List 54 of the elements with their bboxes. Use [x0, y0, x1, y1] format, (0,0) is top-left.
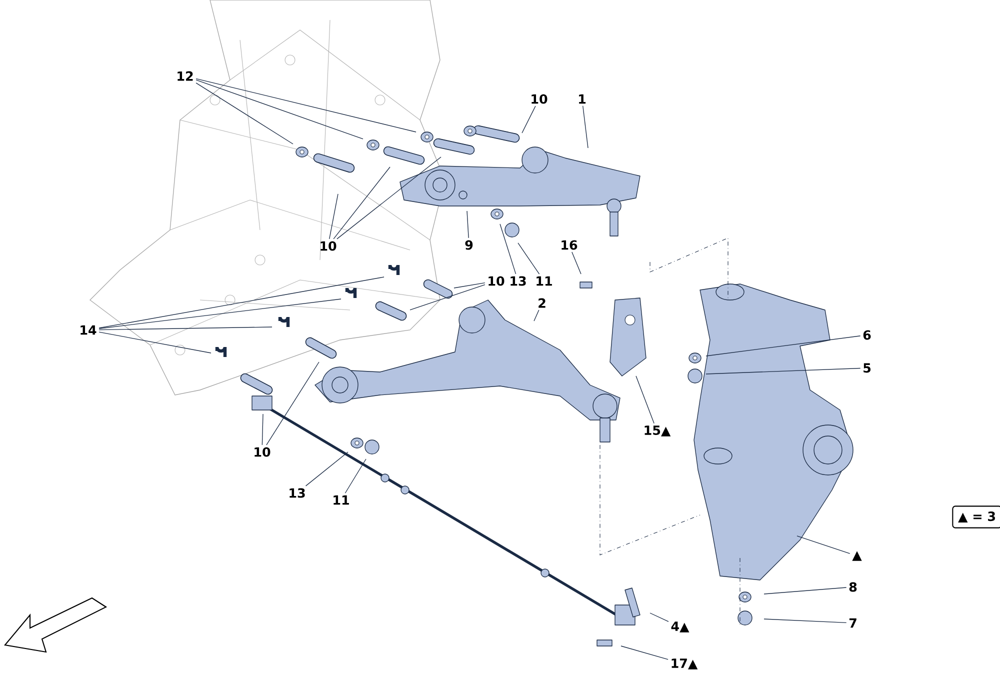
- callout-number: 8: [849, 582, 857, 592]
- callout-number: 10: [320, 241, 336, 251]
- leader-line: [305, 452, 348, 486]
- leader-line: [329, 194, 338, 240]
- callout-number: 2: [538, 298, 546, 308]
- leader-line: [454, 282, 486, 288]
- leader-line: [196, 82, 294, 144]
- leader-line: [522, 106, 536, 134]
- leader-line: [650, 612, 669, 622]
- leader-line: [764, 618, 847, 624]
- callout-number: 13: [290, 488, 305, 498]
- leader-line: [518, 242, 540, 274]
- callout-number: 11: [536, 276, 552, 286]
- leader-line: [98, 326, 272, 330]
- leader-line: [572, 252, 582, 274]
- leader-line: [333, 166, 390, 240]
- leader-line: [98, 276, 384, 328]
- leader-line: [196, 78, 416, 132]
- leader-line: [706, 336, 861, 356]
- leader-line: [336, 156, 442, 240]
- callout-number: 13: [510, 276, 526, 286]
- leader-line: [262, 414, 264, 446]
- note-box: ▲ = 3: [952, 506, 1000, 528]
- callout-number: 11: [334, 495, 349, 505]
- leader-line: [98, 298, 342, 329]
- callout-number: 10: [532, 94, 548, 104]
- leader-line: [796, 536, 850, 554]
- callout-number: 15▲: [644, 426, 671, 436]
- callout-number: 16: [562, 240, 578, 250]
- leader-line: [636, 376, 654, 424]
- leader-line: [620, 646, 668, 660]
- leader-line: [706, 368, 861, 374]
- leader-line: [196, 80, 364, 140]
- callout-number: 1: [579, 94, 586, 104]
- callout-number: ▲: [852, 551, 862, 561]
- leader-line: [764, 587, 847, 594]
- callout-number: 12: [178, 71, 193, 81]
- callout-number: 14: [80, 325, 96, 335]
- leader-line: [266, 362, 320, 446]
- callout-number: 5: [864, 363, 871, 373]
- callout-number: 10: [254, 447, 270, 457]
- callout-number: 6: [863, 330, 871, 340]
- leader-line: [534, 310, 540, 322]
- leader-line: [466, 210, 469, 238]
- callout-number: 17▲: [672, 658, 698, 670]
- callout-number: 7: [849, 618, 856, 628]
- leader-line: [500, 224, 516, 274]
- leader-line: [344, 458, 366, 494]
- callout-number: 4▲: [671, 622, 690, 632]
- callout-number: 9: [465, 240, 473, 250]
- leader-line: [410, 284, 486, 310]
- leader-line: [582, 106, 588, 148]
- leader-line: [98, 332, 212, 354]
- callout-number: 10: [488, 276, 504, 286]
